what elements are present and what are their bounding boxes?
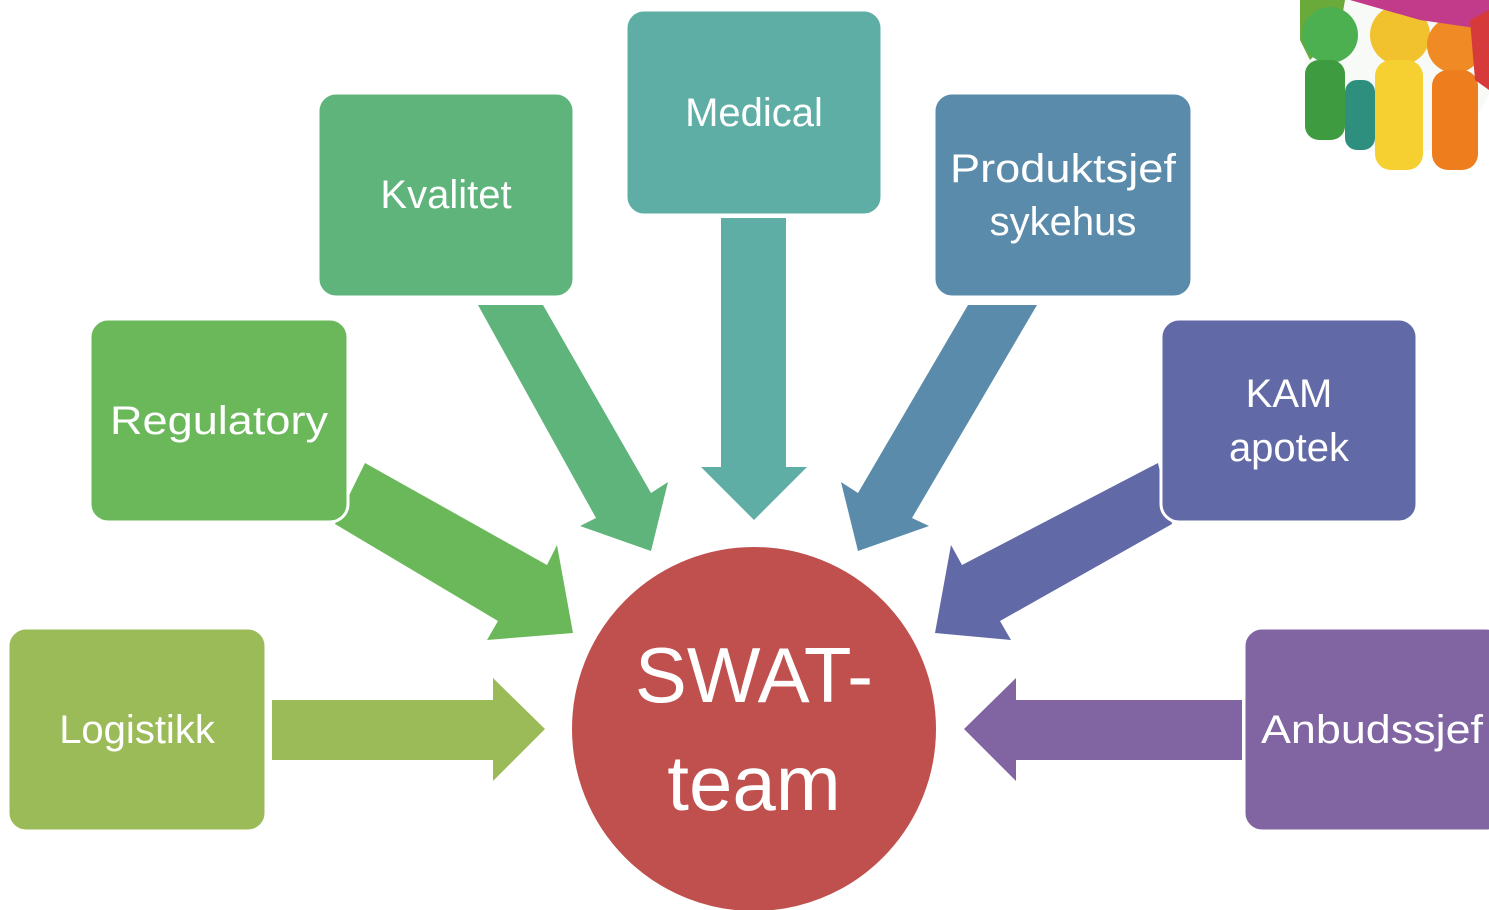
- arrow-kvalitet: [478, 305, 668, 551]
- node-label-kam-line2: apotek: [1229, 426, 1350, 470]
- arrow-produktsjef: [841, 305, 1037, 551]
- center-label-line1: SWAT-: [635, 631, 873, 719]
- node-label-produktsjef-line2: sykehus: [990, 200, 1137, 244]
- arrow-kam: [935, 463, 1172, 640]
- node-medical: Medical: [624, 8, 884, 217]
- node-regulatory: Regulatory: [88, 317, 350, 524]
- node-label-logistikk: Logistikk: [59, 708, 216, 752]
- node-label-medical: Medical: [685, 91, 823, 135]
- team-figures-icon: [1300, 0, 1489, 170]
- node-label-produktsjef-line1: Produktsjef: [950, 147, 1177, 191]
- node-label-anbudssjef: Anbudssjef: [1261, 708, 1484, 752]
- arrow-regulatory: [335, 463, 573, 640]
- arrow-medical: [701, 218, 807, 520]
- node-anbudssjef: Anbudssjef: [1242, 626, 1489, 833]
- node-kvalitet: Kvalitet: [316, 91, 576, 299]
- node-kam-apotek: KAM apotek: [1159, 317, 1419, 524]
- node-label-kvalitet: Kvalitet: [380, 173, 511, 217]
- node-produktsjef-sykehus: Produktsjef sykehus: [932, 91, 1194, 299]
- node-logistikk: Logistikk: [6, 626, 268, 833]
- node-label-regulatory: Regulatory: [110, 399, 328, 443]
- node-label-kam-line1: KAM: [1246, 372, 1333, 416]
- center-label-line2: team: [667, 739, 840, 827]
- arrow-anbudssjef: [964, 678, 1242, 781]
- center-swat-team: SWAT- team: [568, 543, 940, 910]
- arrow-logistikk: [272, 678, 545, 781]
